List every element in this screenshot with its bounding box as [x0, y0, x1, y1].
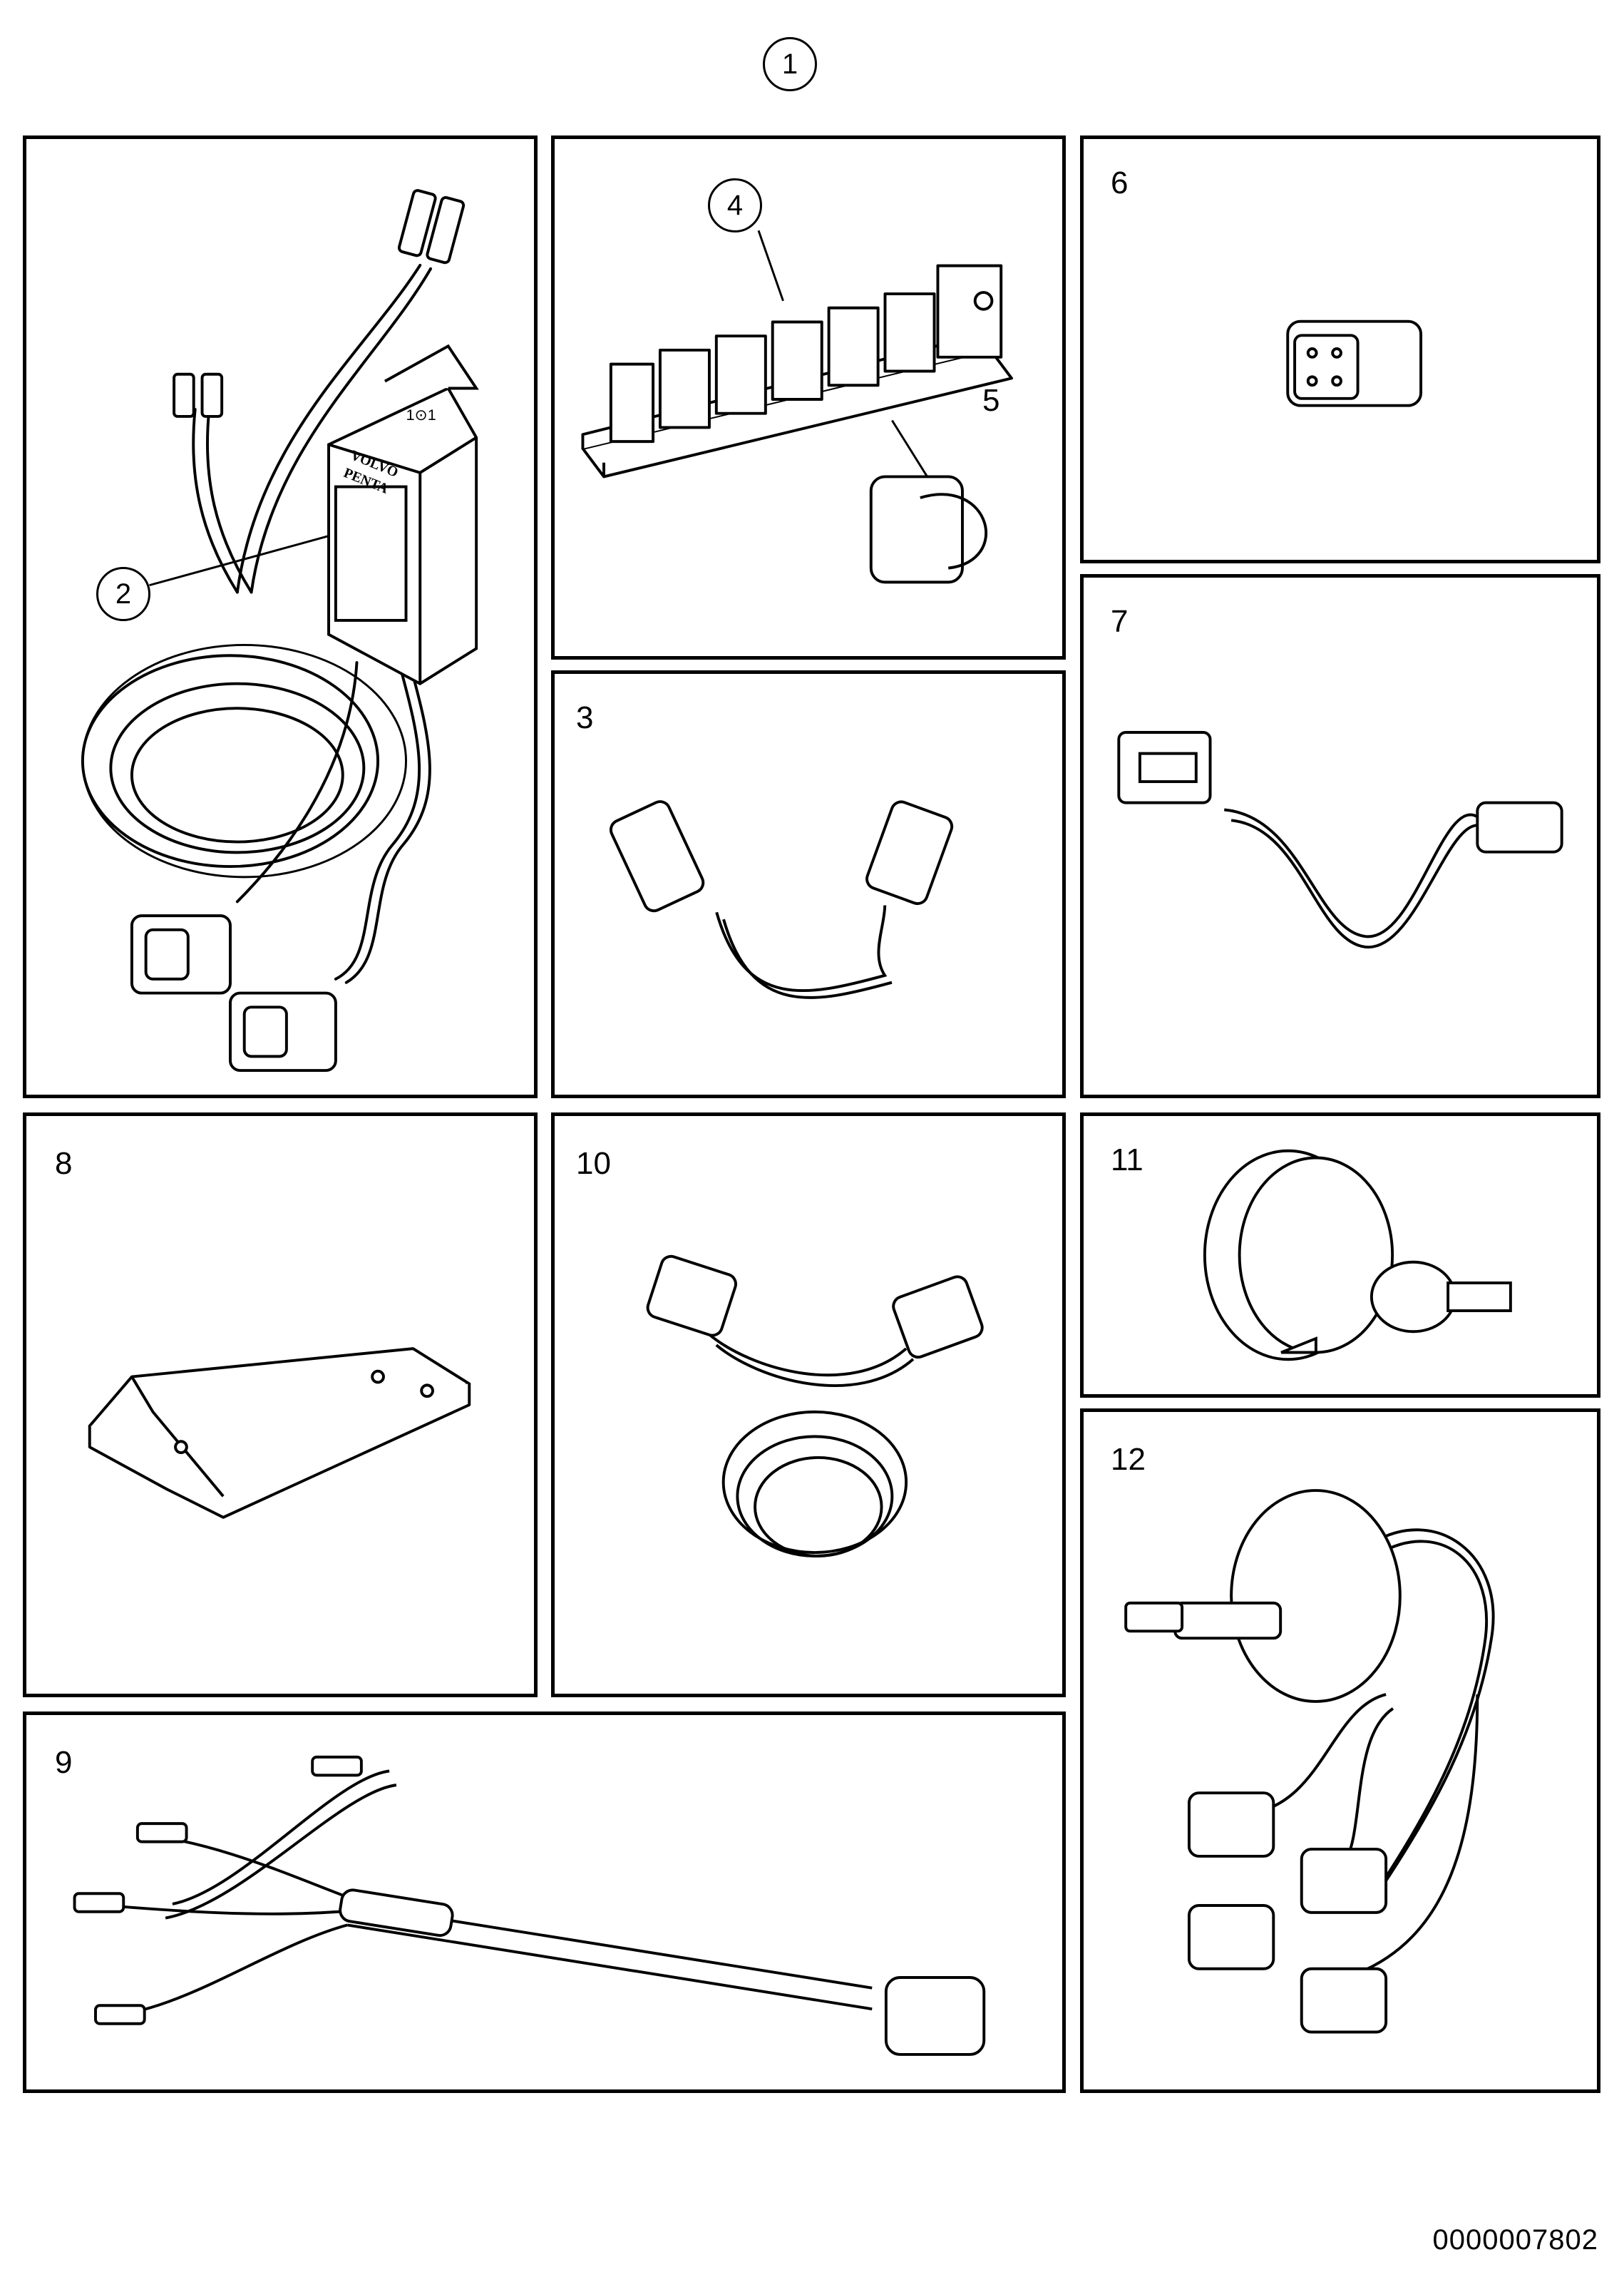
- module-harness-drawing: VOLVO PENTA 1⊙1: [81, 189, 479, 1073]
- callout-2: 2: [96, 567, 150, 621]
- panel-label-7: 7: [1111, 604, 1129, 639]
- panel-label-11: 11: [1111, 1142, 1144, 1177]
- panel-10: 10: [551, 1112, 1066, 1697]
- callout-1: 1: [763, 37, 817, 91]
- panel-6: 6: [1080, 135, 1600, 563]
- callout-1-text: 1: [781, 48, 798, 80]
- panel-9-drawing: [73, 1755, 986, 2056]
- callout-4-text: 4: [726, 189, 744, 221]
- callout-4: 4: [708, 178, 762, 232]
- document-id: 0000007802: [1432, 2224, 1598, 2256]
- panel-3-drawing: [609, 800, 954, 999]
- module-mark: 1⊙1: [406, 406, 436, 424]
- panel-12-drawing: [1124, 1489, 1495, 2034]
- panel-3: 3: [551, 670, 1066, 1098]
- panel-label-9: 9: [55, 1745, 73, 1780]
- panel-6-drawing: [1286, 319, 1423, 407]
- panel-10-drawing: [646, 1254, 984, 1557]
- panel-8: 8: [23, 1112, 538, 1697]
- panel-connector-block: 4 5: [551, 135, 1066, 660]
- panel-8-drawing: [88, 1347, 471, 1519]
- panel-label-10: 10: [576, 1146, 611, 1181]
- panel-12: 12: [1080, 1408, 1600, 2093]
- panel-11: 11: [1080, 1112, 1600, 1398]
- callout-2-text: 2: [115, 578, 132, 610]
- panel-7-drawing: [1117, 731, 1563, 948]
- panel-label-3: 3: [576, 700, 594, 735]
- panel-7: 7: [1080, 574, 1600, 1098]
- panel-11-drawing: [1203, 1149, 1512, 1361]
- panel-label-12: 12: [1111, 1442, 1146, 1477]
- panel-label-5: 5: [982, 383, 1000, 418]
- panel-label-8: 8: [55, 1146, 73, 1181]
- panel-label-6: 6: [1111, 165, 1129, 200]
- connector-block-drawing: [581, 230, 1013, 584]
- panel-module-harness: VOLVO PENTA 1⊙1 2: [23, 135, 538, 1098]
- panel-9: 9: [23, 1712, 1066, 2093]
